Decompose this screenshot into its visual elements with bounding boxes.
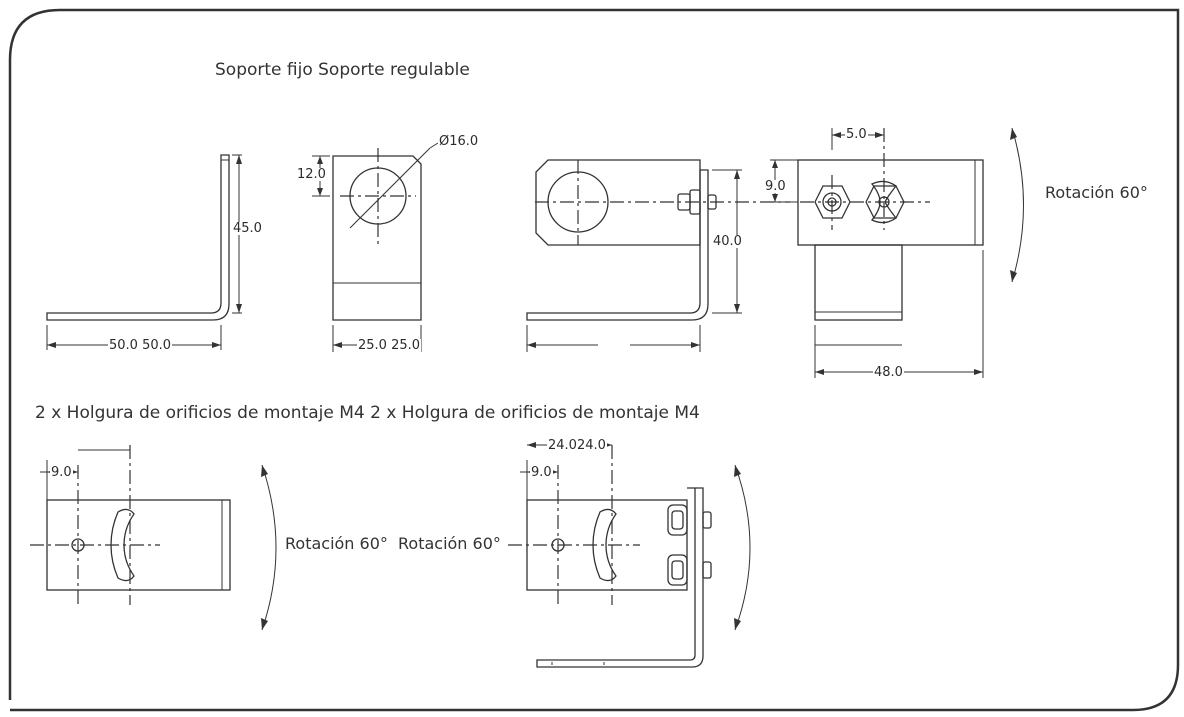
drawing-frame — [8, 8, 1180, 712]
fixed-bracket-side-view — [46, 154, 242, 350]
top-section-title: Soporte fijo Soporte regulable — [215, 60, 470, 80]
fixed-bracket-front-view — [312, 142, 439, 352]
dim-spacing-24: 24.024.0 — [547, 438, 607, 453]
adjustable-bracket-side-view — [526, 159, 790, 352]
dim-offset-12: 12.0 — [296, 167, 327, 182]
bottom-section-title: 2 x Holgura de orificios de montaje M4 2… — [35, 403, 700, 423]
dim-width-25: 25.0 25.0 — [357, 338, 422, 353]
dim-offset-9-bottom-right: 9.0 — [530, 465, 553, 480]
adjustable-bracket-top-view — [770, 127, 1024, 378]
rotation-label-bottom-middle: Rotación 60° — [398, 534, 501, 553]
dim-hole-diameter-16: Ø16.0 — [438, 134, 480, 149]
dim-width-50: 50.0 50.0 — [108, 338, 173, 353]
rotation-label-top-right: Rotación 60° — [1045, 183, 1148, 202]
dim-spacing-5: 5.0 — [845, 127, 868, 142]
dim-height-40: 40.0 — [712, 234, 743, 249]
dim-offset-9-bottom-left: 9.0 — [50, 465, 73, 480]
dim-offset-9-top: 9.0 — [764, 179, 787, 194]
dim-height-45: 45.0 — [232, 221, 263, 236]
fixed-bracket-slot-view — [30, 445, 277, 631]
dim-width-48: 48.0 — [873, 365, 904, 380]
rotation-label-bottom-left: Rotación 60° — [285, 534, 388, 553]
